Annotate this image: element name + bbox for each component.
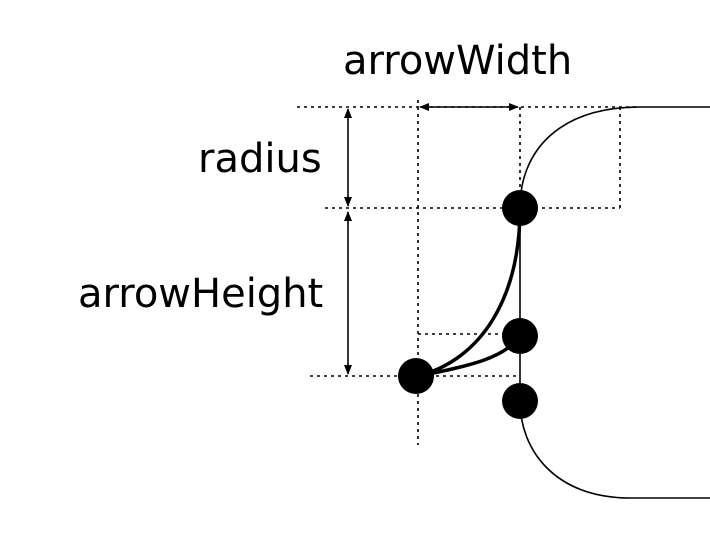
dimension-arrows [344, 103, 519, 375]
arrow-width-label: arrowWidth [343, 38, 572, 84]
arrow-upper-curve [417, 207, 522, 378]
radius-point [502, 190, 538, 226]
shape-outline [417, 106, 710, 499]
top-rounded-corner [519, 106, 710, 209]
control-points [398, 190, 538, 419]
arrow-height-label: arrowHeight [78, 271, 323, 317]
radius-label: radius [198, 136, 322, 182]
bottom-rounded-corner [519, 400, 710, 499]
base-point [502, 383, 538, 419]
control-point [502, 318, 538, 354]
tip-point [398, 358, 434, 394]
